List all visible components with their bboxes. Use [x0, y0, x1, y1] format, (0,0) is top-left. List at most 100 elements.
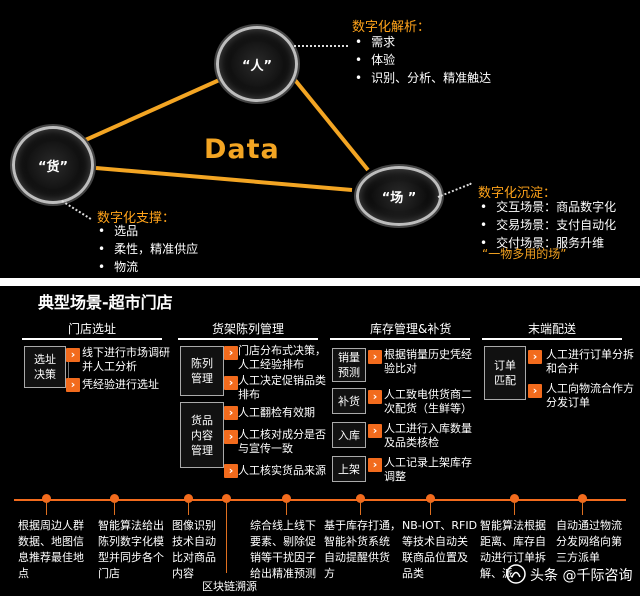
list-item: 需求: [355, 33, 491, 51]
timeline-tick: [360, 501, 361, 515]
bottom-panel: 典型场景-超市门店 门店选址 货架陈列管理 库存管理&补货 末端配送 选址 决策…: [0, 286, 640, 596]
step-text: 人工进行入库数量 及品类核检: [384, 422, 472, 449]
step-text: 人工进行订单分拆 和合并: [546, 348, 634, 375]
timeline-desc: 根据周边人群 数据、地图信 息推荐最佳地 点: [18, 519, 84, 580]
arrow-icon: ›: [224, 464, 238, 478]
node-chang-list: 交互场景：商品数字化 交易场景：支付自动化 交付场景：服务升维: [480, 198, 616, 252]
step-text: 人工决定促销品类 排布: [238, 374, 326, 401]
step-text: 凭经验进行选址: [82, 378, 159, 391]
arrow-icon: ›: [224, 406, 238, 420]
node-ren-label: “人”: [241, 58, 273, 74]
line-huo-ren: [71, 75, 227, 148]
step-text: 人工核实货品来源: [238, 464, 326, 477]
line-ren-chang: [293, 78, 370, 172]
step-text: 门店分布式决策， 人工经验排布: [238, 344, 326, 371]
triangle-lines: [71, 75, 370, 192]
arrow-icon: ›: [368, 350, 382, 364]
timeline-tick: [114, 501, 115, 515]
timeline-tick: [430, 501, 431, 515]
list-item: 交互场景：商品数字化: [480, 198, 616, 216]
step-text: 人工翻检有效期: [238, 406, 315, 419]
arrow-icon: ›: [368, 424, 382, 438]
arrow-icon: ›: [528, 350, 542, 364]
step-text: 人工记录上架库存 调整: [384, 456, 472, 483]
column-underline: [178, 338, 318, 340]
arrow-icon: ›: [224, 376, 238, 390]
box-inbound: 入库: [332, 422, 366, 448]
box-sales-forecast: 销量 预测: [332, 348, 366, 382]
timeline-desc: 智能算法根据 距离、库存自 动进行订单拆 解、派: [480, 519, 546, 580]
list-item: 交易场景：支付自动化: [480, 216, 616, 234]
box-display-mgmt: 陈列 管理: [180, 346, 224, 396]
step-text: 线下进行市场调研 并人工分析: [82, 346, 170, 373]
column-underline: [482, 338, 622, 340]
box-goods-content: 货品 内容 管理: [180, 402, 224, 468]
timeline-tick: [188, 501, 189, 515]
list-item: 柔性，精准供应: [98, 240, 198, 258]
node-chang: “场 ”: [356, 166, 442, 226]
step-text: 根据销量历史凭经 验比对: [384, 348, 472, 375]
node-ren-list: 需求 体验 识别、分析、精准触达: [355, 33, 491, 87]
arrow-icon: ›: [528, 384, 542, 398]
box-order-match: 订单 匹配: [484, 346, 526, 400]
timeline-tick: [514, 501, 515, 515]
list-item: 物流: [98, 258, 198, 276]
timeline-dot: [42, 494, 51, 503]
timeline-line: [14, 499, 626, 501]
arrow-icon: ›: [368, 390, 382, 404]
center-data-word: Data: [204, 134, 280, 165]
arrow-icon: ›: [368, 458, 382, 472]
watermark-logo-icon: [506, 564, 526, 584]
chang-motto: “一物多用的场”: [482, 247, 567, 261]
timeline-dot: [110, 494, 119, 503]
timeline-tick: [286, 501, 287, 515]
box-site-decision: 选址 决策: [24, 346, 66, 388]
arrow-icon: ›: [66, 348, 80, 362]
timeline-dot: [510, 494, 519, 503]
node-huo: “货”: [12, 126, 94, 204]
column-head-site: 门店选址: [68, 322, 117, 336]
column-head-shelf: 货架陈列管理: [212, 322, 285, 336]
column-underline: [330, 338, 470, 340]
arrow-icon: ›: [66, 378, 80, 392]
scene-title: 典型场景-超市门店: [38, 293, 173, 312]
node-chang-label: “场 ”: [381, 190, 417, 206]
step-text: 人工致电供货商二 次配货（生鲜等）: [384, 388, 472, 415]
line-huo-chang: [95, 166, 353, 192]
step-text: 人工向物流合作方 分发订单: [546, 382, 634, 409]
timeline-tick: [226, 501, 227, 573]
column-head-delivery: 末端配送: [528, 322, 577, 336]
timeline-desc: 综合线上线下 要素、剔除促 销等干扰因子 给出精准预测: [250, 519, 316, 580]
timeline-desc: 智能算法给出 陈列数字化模 型并同步各个 门店: [98, 519, 164, 580]
list-item: 体验: [355, 51, 491, 69]
list-item: 交付场景：服务升维: [480, 234, 616, 252]
arrow-icon: ›: [224, 430, 238, 444]
timeline-tick: [582, 501, 583, 515]
timeline-desc: NB-IOT、RFID 等技术自动关 联商品位置及 品类: [402, 519, 478, 580]
timeline-desc: 基于库存打通， 智能补货系统 自动提醒供货 方: [324, 519, 401, 580]
blockchain-label: 区块链溯源: [202, 580, 257, 593]
timeline-tick: [46, 501, 47, 515]
arrow-icon: ›: [224, 346, 238, 360]
timeline-desc: 图像识别 技术自动 比对商品 内容: [172, 519, 216, 580]
node-huo-label: “货”: [37, 159, 69, 175]
box-shelving: 上架: [332, 456, 366, 482]
timeline-desc: 自动通过物流 分发网络向第 三方派单: [556, 519, 622, 564]
timeline-dot: [282, 494, 291, 503]
timeline-dot: [184, 494, 193, 503]
node-ren-title: 数字化解析：: [352, 20, 431, 35]
panel-divider: [0, 278, 640, 286]
top-panel: “人” 数字化解析： 需求 体验 识别、分析、精准触达 “货” 数字化支撑： 选…: [0, 0, 640, 278]
column-head-stock: 库存管理&补货: [370, 322, 452, 336]
list-item: 识别、分析、精准触达: [355, 69, 491, 87]
node-ren-connector: [294, 45, 348, 47]
box-replenish: 补货: [332, 388, 366, 414]
timeline-dot: [222, 494, 231, 503]
timeline-dot: [426, 494, 435, 503]
node-huo-list: 选品 柔性，精准供应 物流: [98, 222, 198, 276]
list-item: 选品: [98, 222, 198, 240]
timeline-dot: [578, 494, 587, 503]
node-ren: “人”: [216, 26, 298, 102]
watermark-text: 头条 @千际咨询: [530, 568, 633, 584]
column-underline: [22, 338, 162, 340]
